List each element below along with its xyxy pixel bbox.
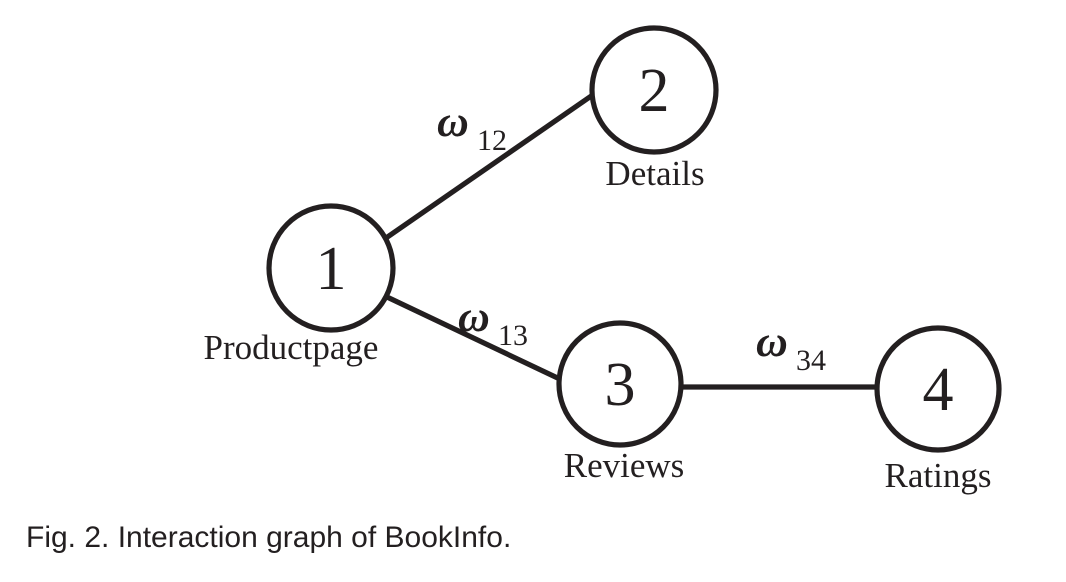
node-1-number: 1 xyxy=(316,235,347,303)
node-3-number: 3 xyxy=(605,351,636,419)
node-2-circle[interactable] xyxy=(589,25,719,155)
node-1-label: Productpage xyxy=(204,328,379,367)
node-4-label: Ratings xyxy=(885,456,992,495)
edge-1-2 xyxy=(384,89,599,241)
omega-34-subscript: 34 xyxy=(796,344,826,377)
node-2-number: 2 xyxy=(639,57,670,125)
node-4-circle[interactable] xyxy=(874,325,1002,453)
edge-weight-3-4: ω 34 xyxy=(756,317,826,377)
omega-13-subscript: 13 xyxy=(498,319,528,352)
node-3-circle[interactable] xyxy=(556,320,684,448)
omega-13-symbol: ω xyxy=(458,292,490,341)
omega-12-symbol: ω xyxy=(437,97,469,146)
node-4-number: 4 xyxy=(923,356,954,424)
figure-caption: Fig. 2. Interaction graph of BookInfo. xyxy=(26,521,512,554)
node-3-label: Reviews xyxy=(564,446,685,485)
edge-weight-1-2: ω 12 xyxy=(437,97,507,157)
omega-34-symbol: ω xyxy=(756,317,788,366)
node-1-circle[interactable] xyxy=(266,203,396,333)
edge-1-3 xyxy=(385,294,568,385)
node-2-label: Details xyxy=(605,154,704,193)
edge-weight-1-3: ω 13 xyxy=(458,292,528,352)
omega-12-subscript: 12 xyxy=(477,124,507,157)
